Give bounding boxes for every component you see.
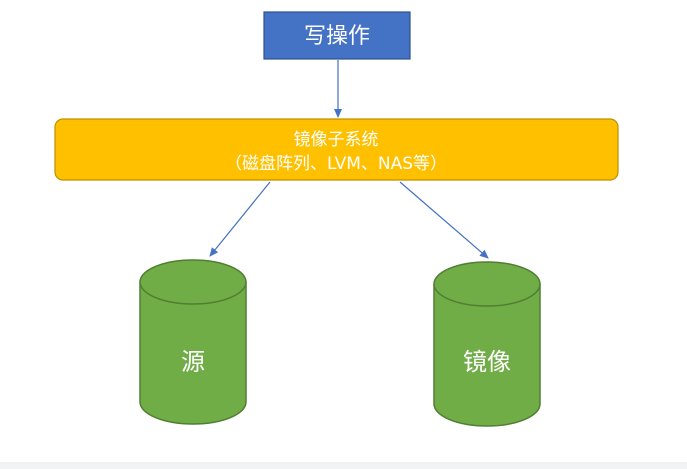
edge-subsystem-to-mirror — [399, 181, 489, 259]
mirror-subsystem-title: 镜像子系统 — [294, 130, 379, 150]
edge-subsystem-to-source — [209, 181, 271, 257]
mirror-subsystem-subtitle: （磁盘阵列、LVM、NAS等） — [225, 154, 447, 174]
write-op-label: 写操作 — [304, 24, 370, 49]
write-op-node: 写操作 — [263, 11, 411, 60]
mirror-label: 镜像 — [463, 348, 511, 376]
bottom-band — [0, 462, 687, 469]
source-label: 源 — [181, 348, 205, 376]
mirror-subsystem-node: 镜像子系统 （磁盘阵列、LVM、NAS等） — [54, 118, 619, 181]
mirror-cylinder: 镜像 — [433, 261, 541, 427]
source-cylinder: 源 — [139, 259, 247, 425]
